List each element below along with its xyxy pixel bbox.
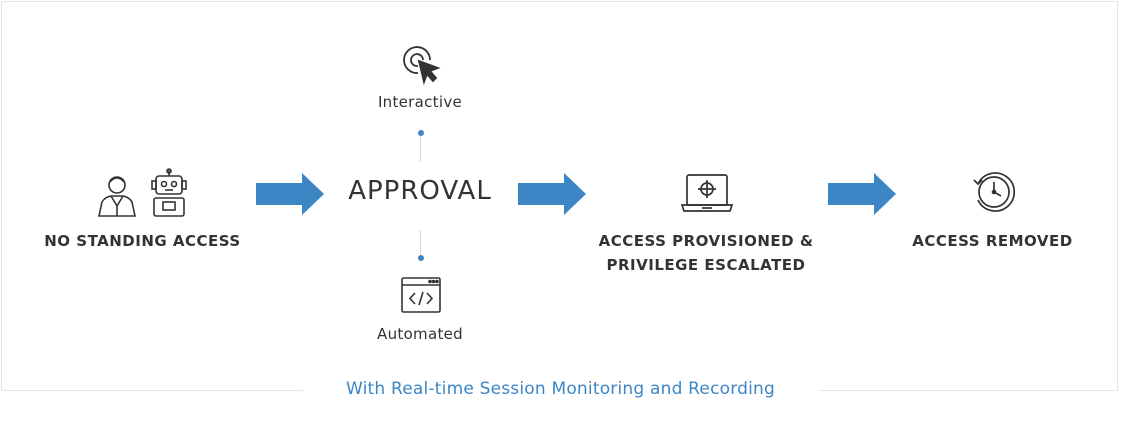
connector-line-bottom bbox=[420, 230, 421, 254]
stage-label-line1: ACCESS PROVISIONED & bbox=[598, 232, 814, 250]
clock-icon bbox=[973, 172, 1016, 212]
caption-container: With Real-time Session Monitoring and Re… bbox=[303, 375, 818, 405]
robot-icon bbox=[151, 168, 187, 217]
arrow-right-icon bbox=[828, 173, 896, 215]
interactive-label: Interactive bbox=[377, 93, 463, 111]
footer-caption: With Real-time Session Monitoring and Re… bbox=[346, 379, 775, 399]
stage-label-line2: PRIVILEGE ESCALATED bbox=[606, 256, 806, 274]
code-window-icon bbox=[401, 277, 441, 313]
arrow-right-icon bbox=[256, 173, 324, 215]
interactive-dot bbox=[418, 130, 424, 136]
approval-title: APPROVAL bbox=[348, 176, 492, 206]
stage-label: ACCESS REMOVED bbox=[912, 232, 1073, 250]
arrow-right-icon bbox=[518, 173, 586, 215]
cursor-click-icon bbox=[403, 46, 441, 86]
person-icon bbox=[98, 176, 136, 217]
automated-dot bbox=[418, 255, 424, 261]
stage-no-standing-access: NO STANDING ACCESS bbox=[40, 229, 245, 253]
connector-line-top bbox=[420, 136, 421, 162]
stage-access-removed: ACCESS REMOVED bbox=[890, 229, 1095, 253]
stage-label: NO STANDING ACCESS bbox=[44, 232, 241, 250]
stage-access-provisioned: ACCESS PROVISIONED & PRIVILEGE ESCALATED bbox=[586, 229, 826, 277]
automated-label: Automated bbox=[377, 325, 463, 343]
laptop-target-icon bbox=[680, 174, 734, 212]
